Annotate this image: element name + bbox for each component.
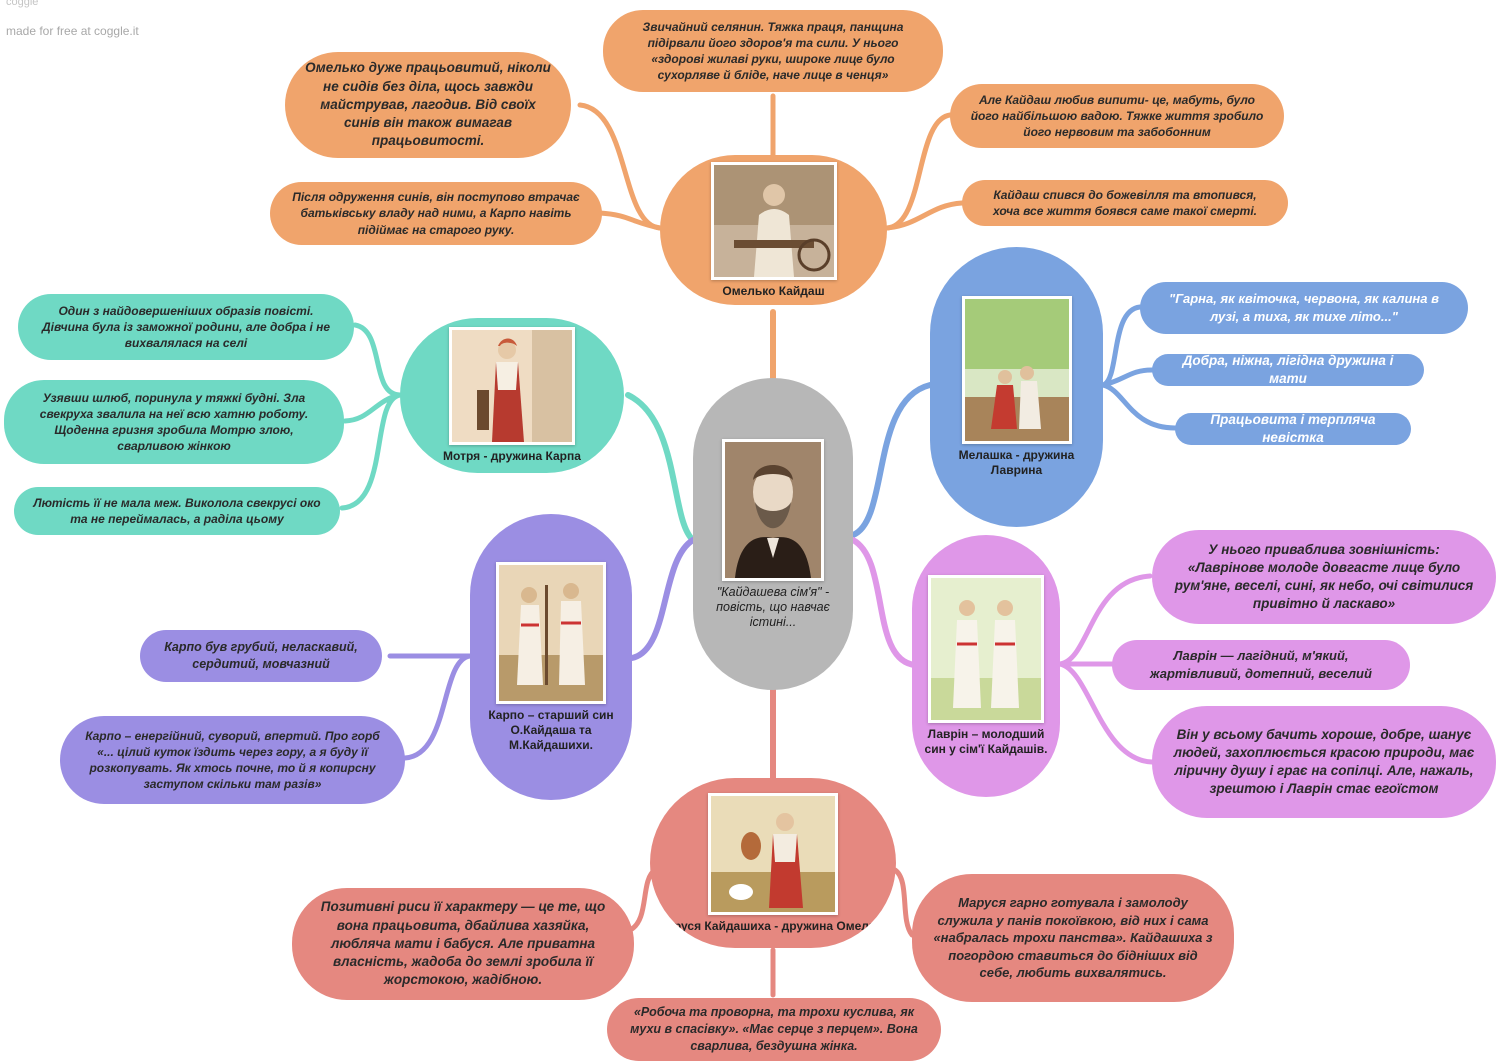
motria-node[interactable]: Мотря - дружина Карпа: [400, 318, 624, 473]
marusia-leaf-1[interactable]: Позитивні риси її характеру — це те, що …: [292, 888, 634, 1000]
connector-center-motria: [625, 392, 696, 543]
lavrin-leaf-2[interactable]: Лаврін — лагідний, м'який, жартівливий, …: [1112, 640, 1410, 690]
connector-center-karpo: [629, 537, 696, 661]
connector-omelko-left2: [597, 210, 663, 231]
connector-center-lavrin: [850, 537, 918, 668]
omelko-leaf-4[interactable]: Але Кайдаш любив випити- це, мабуть, бул…: [950, 84, 1284, 148]
woman-with-poultry-icon: [708, 792, 838, 915]
omelko-caption: Омелько Кайдаш: [722, 283, 825, 298]
karpo-caption: Карпо – старший син О.Кайдаша та М.Кайда…: [488, 707, 614, 752]
connector-melashka-leaves: [1100, 304, 1178, 431]
motria-leaf-2[interactable]: Узявши шлюб, поринула у тяжкі будні. Зла…: [4, 380, 344, 464]
connector-karpo-leaves: [387, 653, 473, 761]
lavrin-leaf-3[interactable]: Він у всьому бачить хороше, добре, шанує…: [1152, 706, 1496, 818]
motria-leaf-1[interactable]: Один з найдовершеніших образів повісті. …: [18, 294, 354, 360]
lavrin-leaf-1[interactable]: У нього приваблива зовнішність: «Лавріно…: [1152, 530, 1496, 624]
peasant-at-work-icon: [710, 161, 837, 280]
couple-by-tree-icon: [961, 296, 1072, 444]
omelko-leaf-1[interactable]: Звичайний селянин. Тяжка праця, панщина …: [603, 10, 943, 92]
connector-lavrin-leaves: [1057, 573, 1155, 765]
author-portrait-icon: [722, 438, 824, 581]
watermark-text[interactable]: made for free at coggle.it: [6, 24, 139, 38]
connector-motria-leaves: [339, 322, 403, 511]
two-young-men-icon: [928, 575, 1044, 723]
omelko-leaf-2[interactable]: Омелько дуже працьовитий, ніколи не сиді…: [285, 52, 571, 158]
lavrin-node[interactable]: Лаврін – молодший син у сім'ї Кайдашів.: [912, 535, 1060, 797]
connector-center-melashka: [850, 382, 933, 538]
marusia-leaf-3[interactable]: «Робоча та проворна, та трохи куслива, я…: [607, 998, 941, 1061]
melashka-node[interactable]: Мелашка - дружина Лаврина: [930, 247, 1103, 527]
center-caption: "Кайдашева сім'я" - повість, що навчає і…: [716, 584, 830, 629]
karpo-node[interactable]: Карпо – старший син О.Кайдаша та М.Кайда…: [470, 514, 632, 800]
karpo-leaf-2[interactable]: Карпо – енергійний, суворий, впертий. Пр…: [60, 716, 405, 804]
marusia-caption: Маруся Кайдашиха - дружина Омелька: [657, 918, 889, 933]
woman-in-costume-icon: [449, 327, 575, 445]
karpo-leaf-1[interactable]: Карпо був грубий, неласкавий, сердитий, …: [140, 630, 382, 682]
melashka-leaf-3[interactable]: Працьовита і терпляча невістка: [1175, 412, 1411, 445]
motria-caption: Мотря - дружина Карпа: [443, 449, 581, 463]
center-node[interactable]: "Кайдашева сім'я" - повість, що навчає і…: [693, 378, 853, 690]
melashka-caption: Мелашка - дружина Лаврина: [958, 448, 1075, 477]
marusia-node[interactable]: Маруся Кайдашиха - дружина Омелька: [650, 778, 896, 948]
melashka-leaf-2[interactable]: Добра, ніжна, лігідна дружина і мати: [1152, 353, 1424, 386]
men-in-field-icon: [496, 561, 606, 704]
omelko-leaf-5[interactable]: Кайдаш спився до божевілля та втопився, …: [962, 180, 1288, 226]
melashka-leaf-1[interactable]: "Гарна, як квіточка, червона, як калина …: [1140, 282, 1468, 334]
connector-omelko-right1: [884, 112, 953, 231]
lavrin-caption: Лаврін – молодший син у сім'ї Кайдашів.: [924, 727, 1048, 756]
omelko-node[interactable]: Омелько Кайдаш: [660, 155, 887, 305]
motria-leaf-3[interactable]: Лютість її не мала меж. Виколола свекрус…: [14, 487, 340, 535]
connector-omelko-left1: [577, 102, 663, 231]
omelko-leaf-3[interactable]: Після одруження синів, він поступово втр…: [270, 182, 602, 245]
connector-omelko-right2: [884, 200, 965, 231]
marusia-leaf-2[interactable]: Маруся гарно готувала і замолоду служила…: [912, 874, 1234, 1002]
coggle-logo: coggle: [6, 0, 39, 8]
